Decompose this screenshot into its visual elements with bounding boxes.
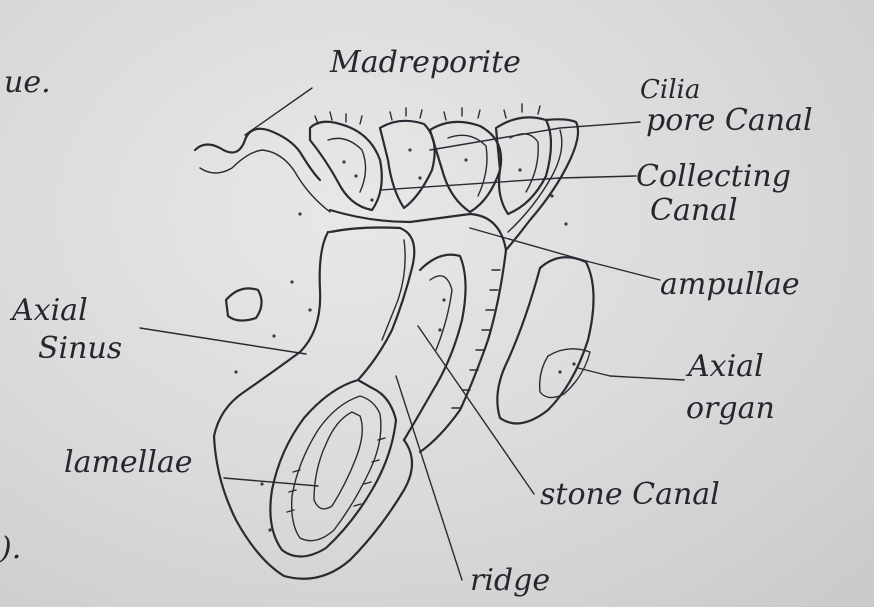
label-madreporite: Madreporite <box>329 45 521 80</box>
lamellae-outer <box>214 436 412 579</box>
label-collecting-canal-line1: Collecting <box>636 159 791 194</box>
cilia-marks <box>315 104 540 124</box>
label-ampullae: ampullae <box>660 267 800 302</box>
pore-canal-inner-2 <box>448 135 487 196</box>
stone-canal-left-wall <box>330 228 414 381</box>
label-ridge: ridge <box>470 563 550 598</box>
margin-mark-top: ue. <box>4 65 51 100</box>
label-axial-organ-line2: organ <box>686 391 775 426</box>
label-pore-canal-line2: pore Canal <box>646 103 813 138</box>
lamellae-ticks <box>287 438 385 512</box>
leader-lamellae <box>224 478 318 486</box>
madreporite-surface-inner <box>200 150 330 212</box>
label-axial-organ-line1: Axial <box>685 349 764 384</box>
leader-collecting-canal <box>380 176 636 190</box>
label-lamellae: lamellae <box>64 445 193 480</box>
label-pore-canal-line1: Cilia <box>640 75 700 105</box>
leader-axial-sinus <box>140 328 306 354</box>
leader-stone-canal <box>418 326 534 494</box>
axial-sinus-small-cavity <box>226 288 262 320</box>
pore-canal-inner-3 <box>510 134 538 192</box>
stone-canal-tube <box>404 255 466 440</box>
label-stone-canal: stone Canal <box>540 477 720 512</box>
pore-canal-inner-1 <box>328 138 366 192</box>
ampulla-wall <box>420 250 506 452</box>
margin-mark-bottom: ). <box>0 531 21 566</box>
leader-ridge <box>396 376 462 580</box>
leader-axial-organ <box>578 368 684 380</box>
label-axial-sinus-line2: Sinus <box>38 331 122 366</box>
label-axial-sinus-line1: Axial <box>9 293 88 328</box>
leader-madreporite <box>245 88 312 135</box>
pore-canal-fold-4 <box>496 117 551 214</box>
label-collecting-canal-line2: Canal <box>650 193 738 228</box>
stone-canal-tube-inner <box>430 276 452 350</box>
pore-canal-fold-2 <box>380 121 435 208</box>
pore-canal-fold-1 <box>310 122 382 210</box>
leader-ampullae <box>470 228 660 280</box>
axial-sinus-outline <box>214 232 328 436</box>
axial-organ-outline <box>497 257 593 423</box>
ampulla-ticks <box>452 270 500 408</box>
